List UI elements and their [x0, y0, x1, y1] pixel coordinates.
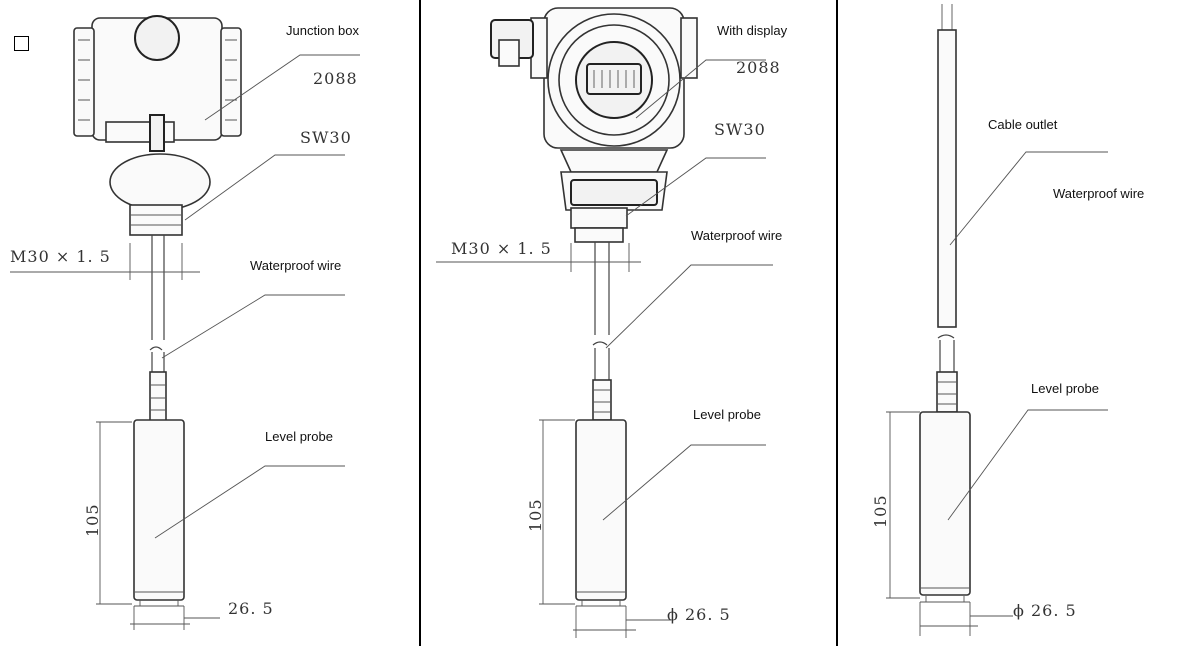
cable: [594, 242, 610, 335]
level-probe-label: Level probe: [693, 407, 761, 422]
level-probe: [919, 411, 971, 596]
display-housing: [490, 7, 698, 243]
panel-divider-2: [836, 0, 838, 646]
junction-box-label: Junction box: [286, 23, 359, 38]
with-display-label: With display: [717, 23, 788, 38]
level-probe-label: Level probe: [265, 429, 333, 444]
model-number: 2088: [736, 58, 781, 77]
panel-divider-1: [419, 0, 421, 646]
thread-size: M30 × 1. 5: [10, 247, 111, 266]
diameter-dimension: ϕ 26. 5: [667, 605, 731, 624]
wrench-size: SW30: [300, 128, 352, 147]
diameter-dimension: ϕ 26. 5: [1013, 601, 1077, 620]
cable: [151, 235, 165, 340]
waterproof-wire-label: Waterproof wire: [250, 258, 341, 273]
panel-3-drawing: Cable outlet Waterproof wire Level probe…: [871, 4, 1144, 636]
diameter-dimension: 26. 5: [228, 599, 274, 618]
checkbox[interactable]: [14, 36, 29, 51]
level-probe: [133, 419, 185, 601]
cable-outlet: [937, 29, 957, 328]
level-probe: [575, 419, 627, 601]
panel-2-drawing: With display 2088 SW30 M30 × 1. 5 Waterp…: [436, 7, 788, 638]
junction-box: [73, 15, 242, 236]
length-dimension: 105: [871, 494, 890, 528]
panel-1-drawing: Junction box 2088 SW30 M30 × 1. 5 Waterp…: [10, 15, 360, 630]
wrench-size: SW30: [714, 120, 766, 139]
level-probe-label: Level probe: [1031, 381, 1099, 396]
waterproof-wire-label: Waterproof wire: [691, 228, 782, 243]
model-number: 2088: [313, 69, 358, 88]
cable-outlet-label: Cable outlet: [988, 117, 1058, 132]
thread-size: M30 × 1. 5: [451, 239, 552, 258]
waterproof-wire-label: Waterproof wire: [1053, 186, 1144, 201]
length-dimension: 105: [526, 498, 545, 532]
length-dimension: 105: [83, 503, 102, 537]
